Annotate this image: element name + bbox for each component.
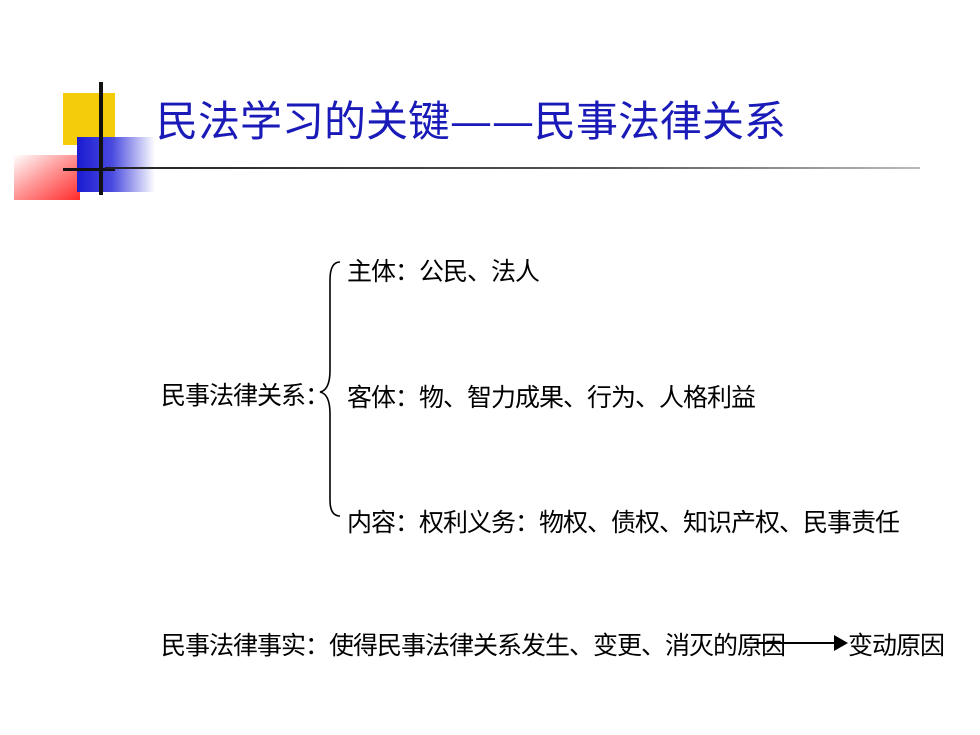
legal-fact-text: 民事法律事实：使得民事法律关系发生、变更、消灭的原因: [161, 631, 786, 660]
decor-vertical-line: [99, 82, 103, 195]
brace: [319, 261, 341, 517]
legal-fact-target: 变动原因: [848, 631, 945, 660]
title-underline: [105, 167, 920, 169]
relation-label: 民事法律关系：: [161, 381, 330, 410]
decor-horizontal-line: [63, 168, 115, 171]
decor-red-square: [14, 155, 80, 200]
slide-title: 民法学习的关键——民事法律关系: [156, 97, 787, 146]
relation-item-content: 内容：权利义务：物权、债权、知识产权、民事责任: [347, 508, 900, 537]
decor-blue-square: [77, 137, 155, 192]
arrow-head: [834, 635, 848, 651]
relation-item-subject: 主体：公民、法人: [347, 257, 540, 286]
relation-item-object: 客体：物、智力成果、行为、人格利益: [347, 383, 756, 412]
decor-yellow-square: [63, 93, 115, 145]
